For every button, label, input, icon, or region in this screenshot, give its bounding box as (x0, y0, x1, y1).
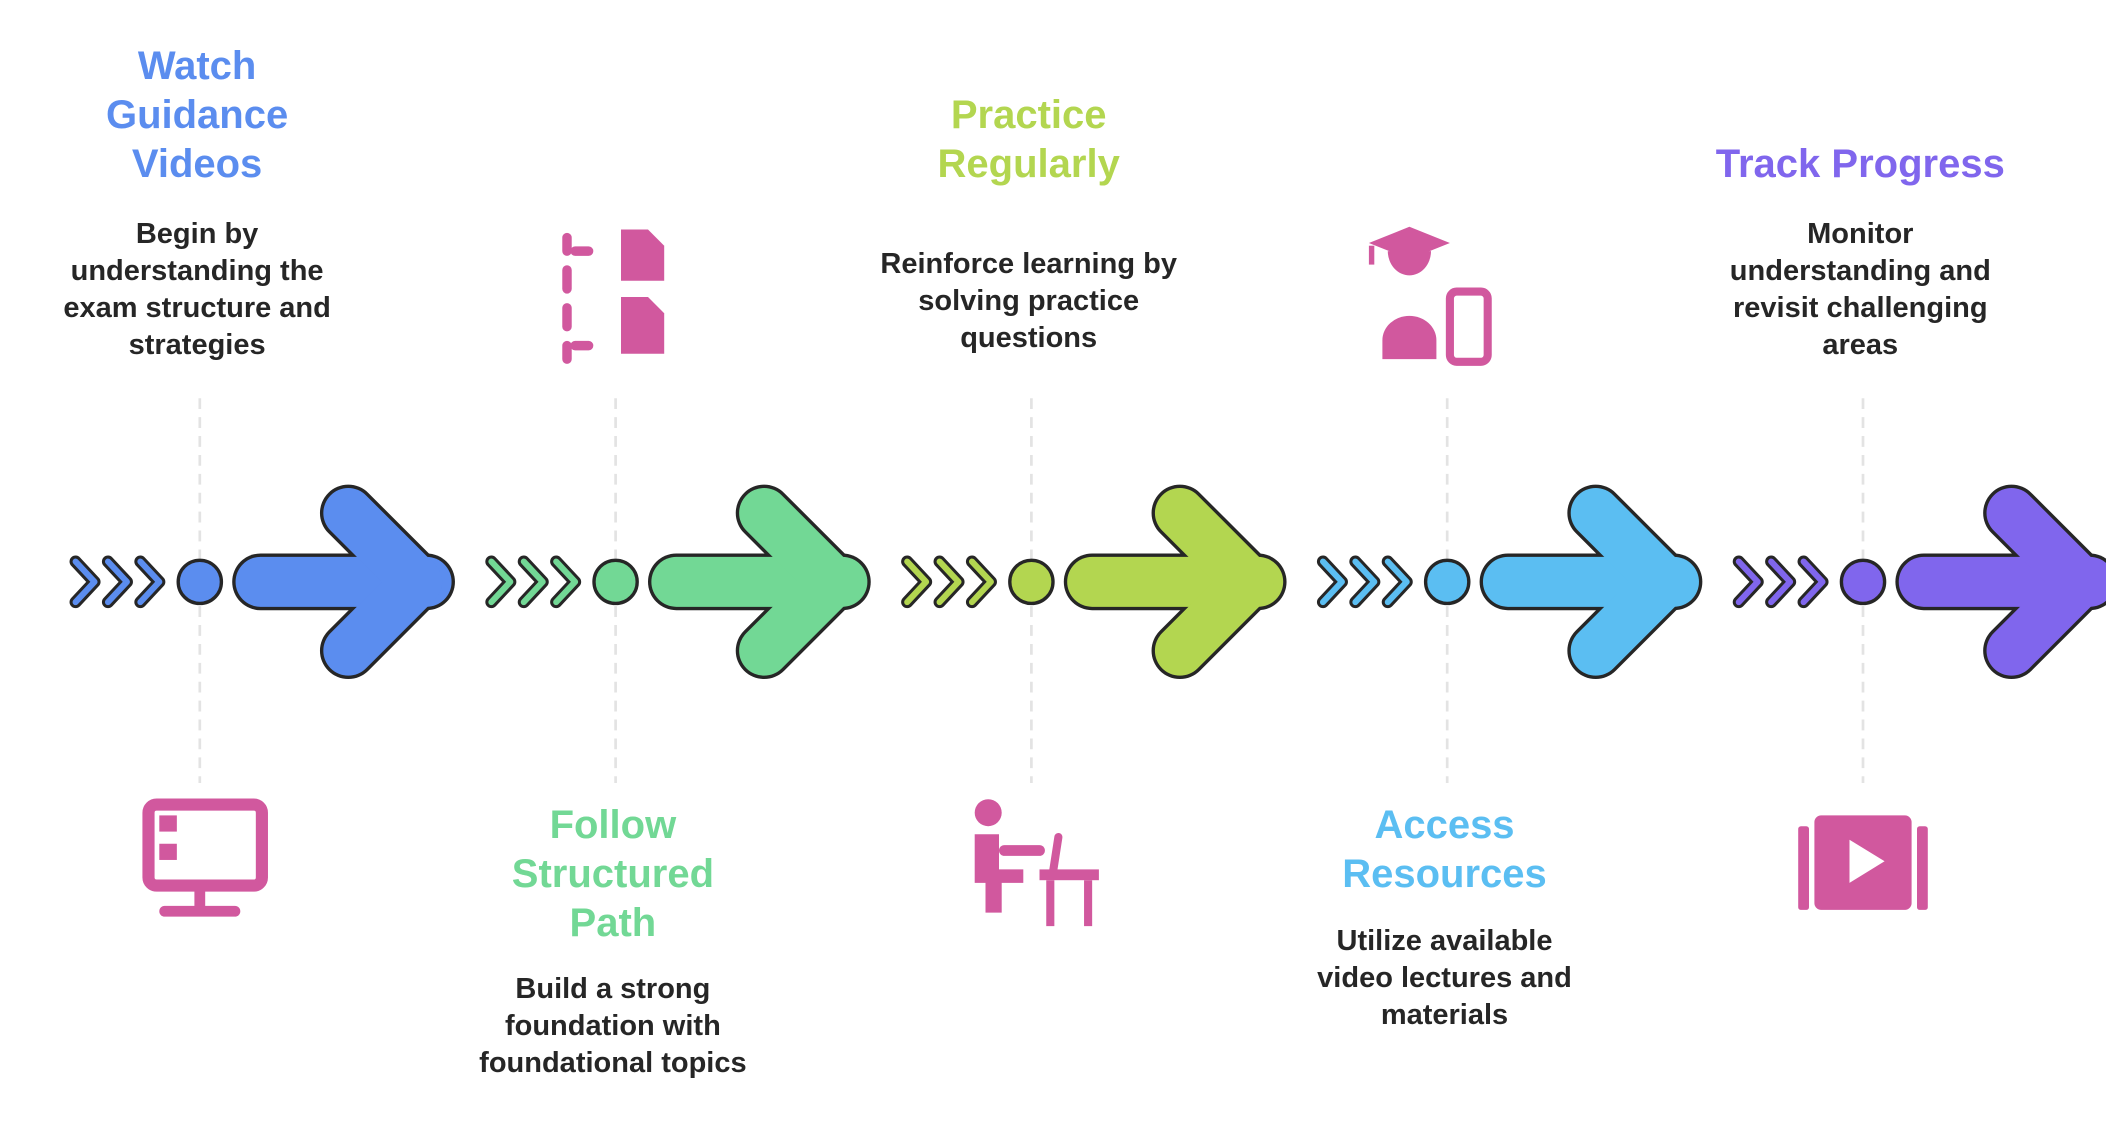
node-dot (1423, 558, 1471, 606)
chevron-icon-fill (936, 558, 962, 606)
chevron-icon-fill (1319, 558, 1345, 606)
node-dot (1008, 558, 1055, 606)
step-title-line: Structured (511, 851, 715, 896)
video-play-icon (1798, 815, 1928, 910)
step-title-line: Follow (549, 802, 677, 847)
chevron-icon-fill (968, 558, 994, 606)
chevron-icon-fill (72, 558, 98, 606)
graduate-with-phone-icon (1368, 226, 1492, 366)
step-description-line: solving practice (918, 284, 1140, 317)
step-title-line: Guidance (105, 93, 289, 138)
step-title-line: Access (1374, 802, 1515, 847)
step-description-line: Reinforce learning by (880, 247, 1177, 280)
step-description: Monitor understanding and revisit challeng… (1730, 216, 1991, 364)
step-description-line: understanding and (1729, 255, 1991, 287)
direction-arrow-icon (232, 484, 455, 680)
chevron-icon-fill (1384, 558, 1410, 606)
step-title-line: Practice (950, 93, 1107, 138)
node-dot (1839, 558, 1887, 606)
step-description-line: exam structure and (63, 292, 331, 324)
step-title-line: Resources (1342, 851, 1547, 896)
step-description-line: strategies (128, 329, 266, 361)
chevron-icon-fill (553, 558, 579, 606)
step-description-line: areas (1822, 329, 1899, 361)
monitor-checklist-icon (142, 798, 268, 917)
step-5-track-progress (1732, 398, 2106, 910)
step-description-line: Begin by (135, 218, 259, 250)
step-title: Track Progress (1716, 140, 2005, 189)
step-description-line: materials (1380, 998, 1509, 1031)
step-description-line: Monitor (1807, 218, 1914, 250)
step-1-watch-guidance-videos (69, 398, 455, 917)
step-description-line: video lectures and (1317, 961, 1572, 994)
step-title-line: Track Progress (1715, 142, 2005, 187)
chevron-icon-fill (1735, 558, 1761, 606)
chevron-icon-fill (520, 558, 546, 606)
chevron-icon-fill (488, 558, 514, 606)
step-title-line: Regularly (937, 142, 1120, 187)
step-description-line: Utilize available (1336, 924, 1553, 957)
node-dot (592, 558, 639, 606)
step-description: Utilize available video lectures and mater… (1317, 923, 1572, 1034)
document-flow-icon (562, 229, 665, 364)
direction-arrow-icon (1063, 484, 1287, 680)
chevron-icon-fill (137, 558, 163, 606)
step-4-access-resources (1316, 226, 1703, 784)
chevron-icon-fill (1800, 558, 1826, 606)
direction-arrow-icon (648, 484, 871, 680)
chevron-icon-fill (1352, 558, 1378, 606)
step-description-line: questions (960, 321, 1098, 354)
step-title-line: Videos (131, 142, 263, 187)
step-2-follow-structured-path (485, 229, 871, 784)
step-description: Reinforce learning by solving practice que… (880, 246, 1177, 357)
direction-arrow-icon (1479, 484, 1703, 680)
step-3-practice-regularly (901, 398, 1287, 927)
step-description: Build a strong foundation with foundationa… (479, 971, 746, 1082)
student-at-desk-icon (974, 799, 1099, 927)
step-description: Begin by understanding the exam structure … (63, 216, 331, 364)
step-title-line: Path (569, 900, 657, 945)
step-title-line: Watch (137, 44, 257, 89)
node-dot (176, 558, 224, 606)
chevron-icon-fill (104, 558, 130, 606)
chevron-icon-fill (1768, 558, 1794, 606)
step-description-line: foundation with (504, 1010, 721, 1043)
step-description-line: foundational topics (479, 1047, 747, 1080)
direction-arrow-icon (1895, 484, 2106, 680)
step-description-line: understanding the (70, 255, 324, 287)
chevron-icon-fill (904, 558, 930, 606)
step-description-line: Build a strong (515, 973, 711, 1006)
step-description-line: revisit challenging (1732, 292, 1988, 324)
